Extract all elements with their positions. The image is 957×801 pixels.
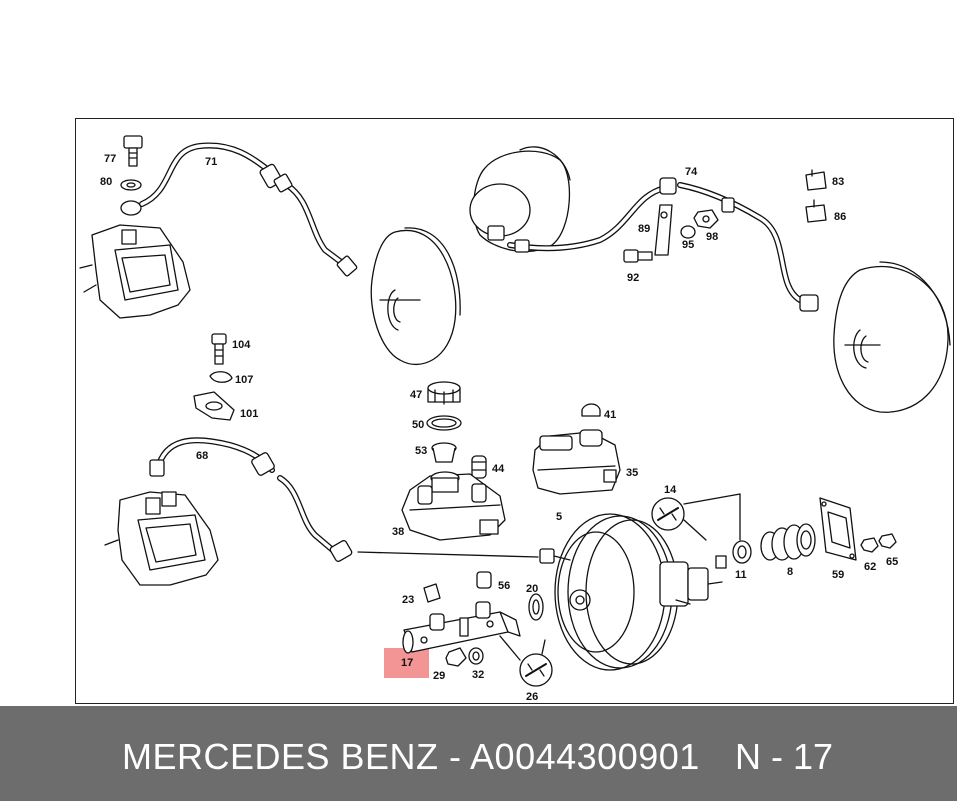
label-14: 14 (664, 484, 677, 496)
bracket-89 (654, 204, 673, 256)
label-38: 38 (392, 526, 404, 538)
wrench-14 (651, 497, 685, 531)
bolt-92 (623, 249, 653, 263)
seal-56 (476, 571, 492, 589)
plug-23 (423, 583, 441, 603)
label-50: 50 (412, 419, 424, 431)
label-26: 26 (526, 691, 538, 703)
grommet-44 (471, 455, 487, 479)
label-23: 23 (402, 594, 414, 606)
banjo-bolt-77 (123, 135, 143, 167)
label-5: 5 (556, 511, 562, 523)
label-83: 83 (832, 176, 844, 188)
bracket-101 (193, 391, 235, 421)
seal-20 (528, 593, 544, 621)
label-11: 11 (735, 569, 747, 581)
label-56: 56 (498, 580, 510, 592)
wrench-26 (519, 653, 553, 687)
seal-50 (426, 415, 462, 431)
label-86: 86 (834, 211, 846, 223)
label-95: 95 (682, 239, 694, 251)
cap-41 (581, 403, 601, 417)
boot-8 (760, 523, 816, 561)
label-71: 71 (205, 156, 217, 168)
cap-47 (427, 381, 461, 405)
label-92: 92 (627, 272, 639, 284)
washer-80 (120, 179, 142, 191)
nut-29 (445, 647, 467, 667)
label-29: 29 (433, 670, 445, 682)
master-cylinder-17 (402, 601, 521, 654)
label-41: 41 (604, 409, 616, 421)
nut-62 (860, 537, 879, 553)
hose-fitting-68 (149, 452, 353, 562)
footer-part-number: MERCEDES BENZ - A0044300901 (122, 736, 700, 777)
hose-fitting-74 (514, 177, 819, 312)
reservoir-35 (532, 429, 621, 495)
label-74: 74 (685, 166, 698, 178)
label-59: 59 (832, 569, 844, 581)
brake-booster-5 (539, 513, 727, 671)
brake-disc-front-left (370, 227, 461, 365)
label-62: 62 (864, 561, 876, 573)
label-35: 35 (626, 467, 638, 479)
label-80: 80 (100, 176, 112, 188)
label-77: 77 (104, 153, 116, 165)
label-65: 65 (886, 556, 898, 568)
bolt-104 (211, 333, 227, 365)
label-98: 98 (706, 231, 718, 243)
clip-107 (209, 371, 233, 383)
brake-disc-front-right (833, 261, 951, 413)
label-17: 17 (401, 657, 413, 669)
brake-drum-top-center (469, 146, 571, 253)
clip-95 (680, 225, 696, 239)
label-8: 8 (787, 566, 793, 578)
label-101: 101 (240, 408, 258, 420)
hose-fitting-71 (259, 163, 358, 277)
label-68: 68 (196, 450, 208, 462)
label-47: 47 (410, 389, 422, 401)
label-107: 107 (235, 374, 253, 386)
clip-83 (805, 169, 827, 191)
label-104: 104 (232, 339, 251, 351)
clip-86 (805, 199, 827, 223)
label-32: 32 (472, 669, 484, 681)
label-20: 20 (526, 583, 538, 595)
brake-caliper-rear-left (104, 491, 219, 586)
washer-32 (468, 647, 484, 665)
nut-98 (693, 209, 719, 229)
label-53: 53 (415, 445, 427, 457)
brake-caliper-front-left (79, 200, 191, 319)
label-89: 89 (638, 223, 650, 235)
seal-11 (732, 540, 752, 564)
footer-reference: N - 17 (735, 736, 834, 777)
reservoir-38 (401, 471, 506, 541)
label-44: 44 (492, 463, 505, 475)
strainer-53 (431, 442, 457, 463)
washer-65 (878, 533, 897, 549)
gasket-59 (819, 497, 857, 561)
footer-bar: MERCEDES BENZ - A0044300901 N - 17 (0, 706, 957, 801)
